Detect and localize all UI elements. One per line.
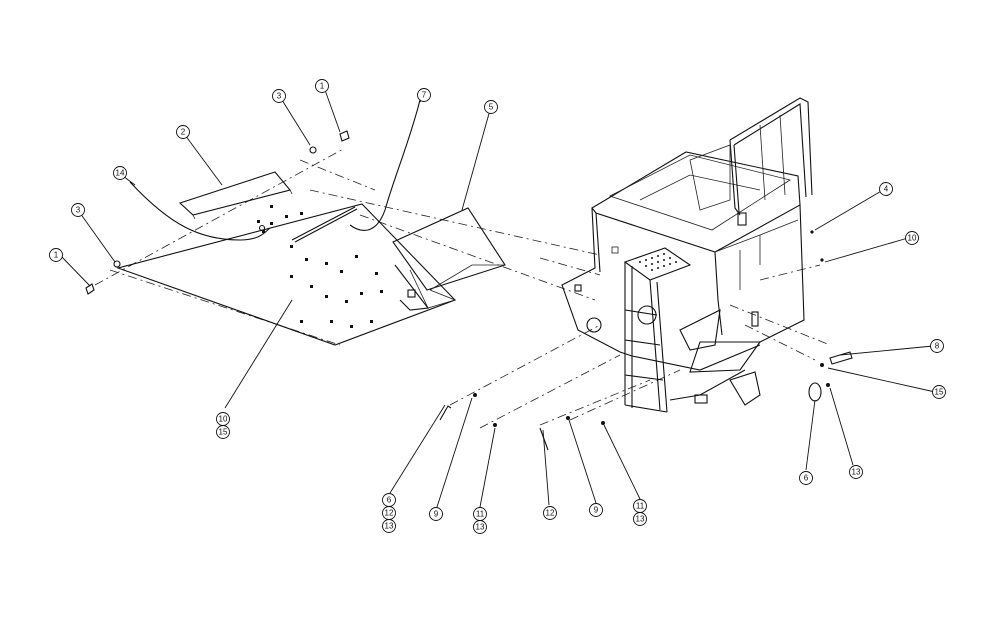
callout-8: 8 [930, 339, 944, 353]
svg-text:10: 10 [219, 415, 228, 424]
callout-10-left: 10 [216, 412, 230, 426]
svg-text:15: 15 [219, 428, 228, 437]
callout-10-right: 10 [905, 231, 919, 245]
svg-text:11: 11 [636, 502, 645, 511]
callout-7: 7 [417, 88, 431, 102]
assembly-lines [94, 147, 831, 429]
callout-15-left: 15 [216, 425, 230, 439]
cable-7 [349, 99, 421, 231]
main-body [561, 97, 813, 373]
base-rail [631, 344, 761, 406]
callout-3-right: 3 [272, 89, 286, 103]
callout-12-right: 12 [543, 506, 557, 520]
svg-text:6: 6 [804, 474, 809, 483]
hinge-right [309, 130, 350, 154]
svg-text:1: 1 [54, 251, 59, 260]
svg-text:3: 3 [76, 206, 81, 215]
svg-text:7: 7 [422, 91, 427, 100]
callout-13-left: 13 [382, 519, 396, 533]
hinged-panel [392, 207, 506, 311]
callout-9-left: 9 [429, 507, 443, 521]
svg-text:13: 13 [385, 522, 394, 531]
svg-text:13: 13 [852, 468, 861, 477]
svg-text:12: 12 [546, 509, 555, 518]
svg-text:5: 5 [489, 103, 494, 112]
svg-text:4: 4 [884, 185, 889, 194]
svg-text:10: 10 [908, 234, 917, 243]
callout-6-right: 6 [799, 471, 813, 485]
svg-text:6: 6 [387, 496, 392, 505]
step-ladder [623, 247, 721, 413]
callouts: 1 1 2 3 3 14 7 5 10 15 4 10 8 15 6 12 13… [49, 79, 946, 534]
callout-14: 14 [113, 166, 127, 180]
svg-text:15: 15 [935, 388, 944, 397]
floor-plate [116, 203, 456, 346]
callout-11-right: 11 [633, 499, 647, 513]
callout-13-far-right: 13 [849, 465, 863, 479]
hinge-left [85, 260, 121, 295]
support-rod [291, 206, 358, 243]
callout-12-left: 12 [382, 506, 396, 520]
svg-text:1: 1 [320, 82, 325, 91]
callout-6-left: 6 [382, 493, 396, 507]
callout-4: 4 [879, 182, 893, 196]
callout-13-mid: 13 [473, 520, 487, 534]
svg-text:13: 13 [636, 515, 645, 524]
svg-text:11: 11 [476, 510, 485, 519]
svg-text:2: 2 [181, 128, 186, 137]
leader-lines [59, 89, 936, 508]
svg-text:14: 14 [116, 169, 125, 178]
svg-text:13: 13 [476, 523, 485, 532]
svg-text:8: 8 [935, 342, 940, 351]
callout-1-left: 1 [49, 248, 63, 262]
callout-9-right: 9 [589, 503, 603, 517]
callout-2: 2 [176, 125, 190, 139]
small-parts-right [751, 230, 853, 402]
cable-assembly [129, 181, 271, 241]
callout-3-left: 3 [71, 203, 85, 217]
callout-15-right: 15 [932, 385, 946, 399]
callout-11-left: 11 [473, 507, 487, 521]
svg-text:3: 3 [277, 92, 282, 101]
top-plate [178, 171, 293, 220]
svg-text:9: 9 [594, 506, 599, 515]
svg-text:12: 12 [385, 509, 394, 518]
callout-1-right: 1 [315, 79, 329, 93]
callout-13-right: 13 [633, 512, 647, 526]
callout-5: 5 [484, 100, 498, 114]
svg-text:9: 9 [434, 510, 439, 519]
